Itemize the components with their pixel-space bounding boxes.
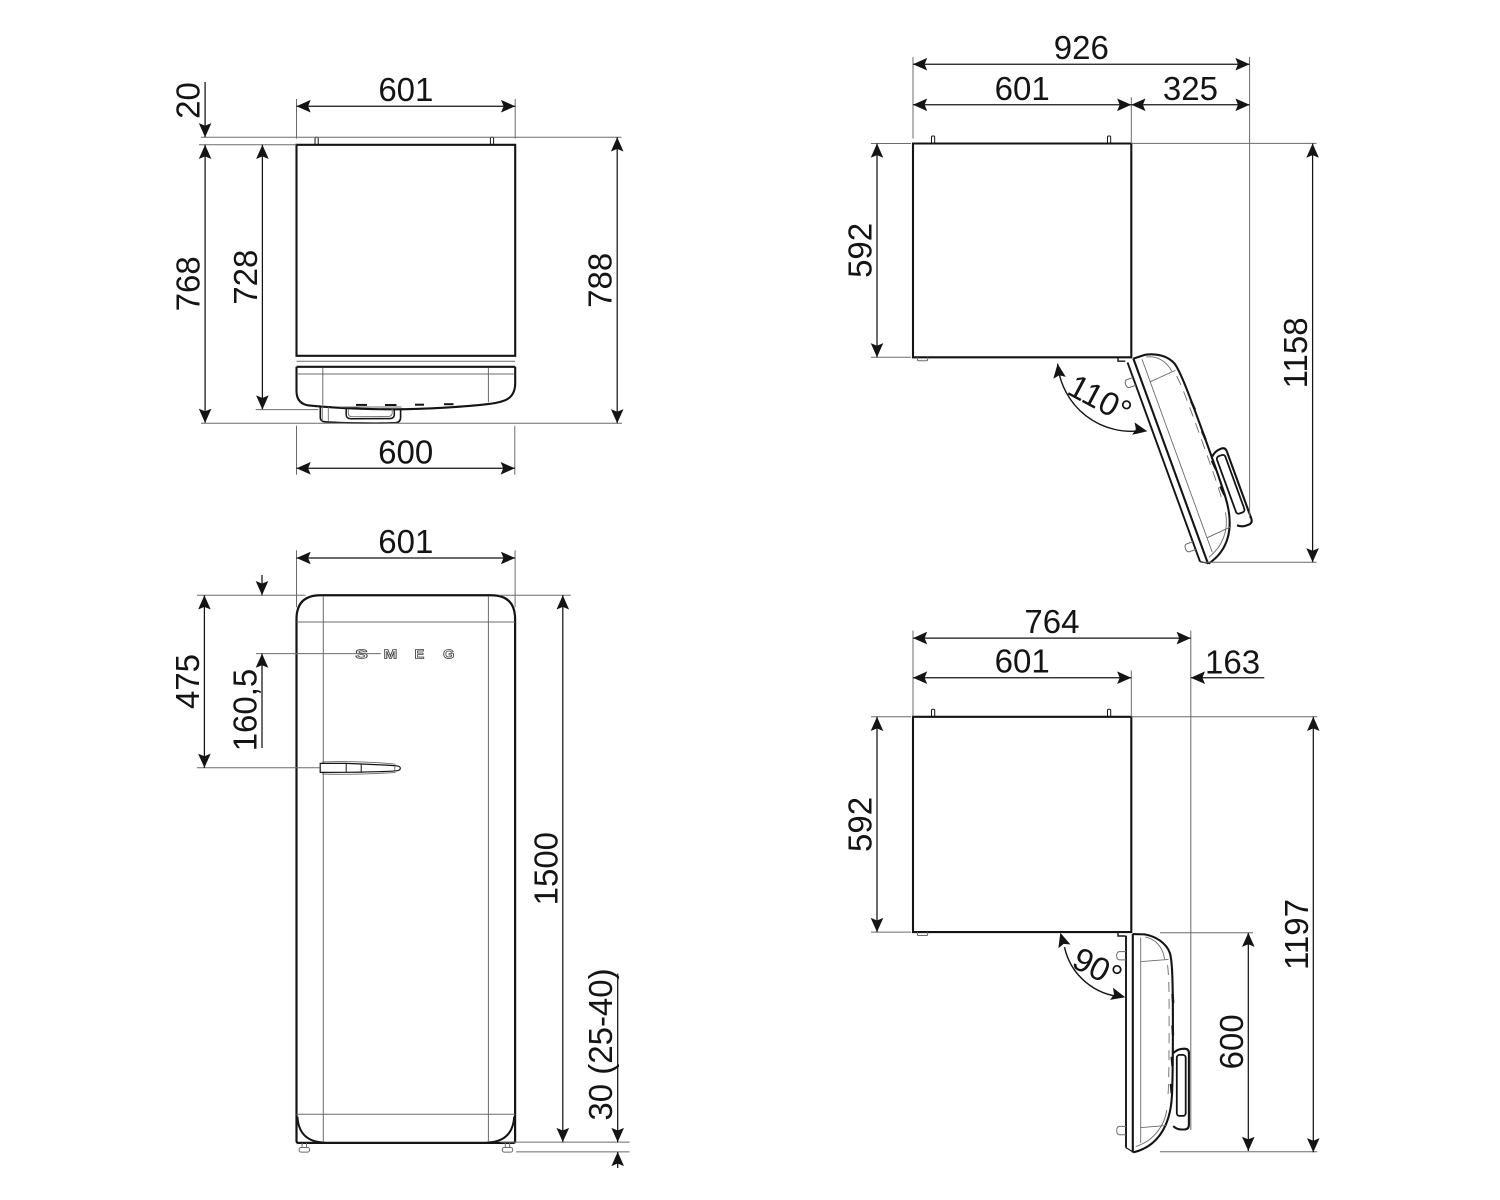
svg-text:475: 475 — [169, 654, 206, 709]
svg-text:788: 788 — [582, 253, 619, 308]
svg-text:768: 768 — [170, 256, 207, 311]
svg-text:325: 325 — [1163, 70, 1218, 107]
svg-text:600: 600 — [378, 433, 433, 470]
svg-text:601: 601 — [995, 70, 1050, 107]
svg-text:160,5: 160,5 — [227, 669, 264, 752]
svg-text:30 (25-40): 30 (25-40) — [582, 968, 619, 1120]
svg-text:G: G — [443, 646, 454, 661]
svg-text:601: 601 — [378, 71, 433, 108]
svg-text:592: 592 — [842, 797, 879, 852]
svg-text:600: 600 — [1213, 1014, 1250, 1069]
svg-text:601: 601 — [995, 643, 1050, 680]
svg-text:601: 601 — [378, 523, 433, 560]
svg-text:1500: 1500 — [527, 832, 564, 905]
svg-text:1158: 1158 — [1277, 317, 1314, 388]
svg-text:E: E — [415, 646, 425, 661]
svg-text:20: 20 — [170, 82, 207, 119]
svg-text:764: 764 — [1024, 603, 1079, 640]
svg-text:592: 592 — [842, 223, 879, 278]
svg-text:728: 728 — [227, 250, 264, 305]
svg-text:926: 926 — [1054, 29, 1109, 66]
svg-text:1197: 1197 — [1278, 899, 1315, 970]
svg-text:M: M — [384, 646, 398, 661]
svg-text:163: 163 — [1205, 644, 1260, 681]
